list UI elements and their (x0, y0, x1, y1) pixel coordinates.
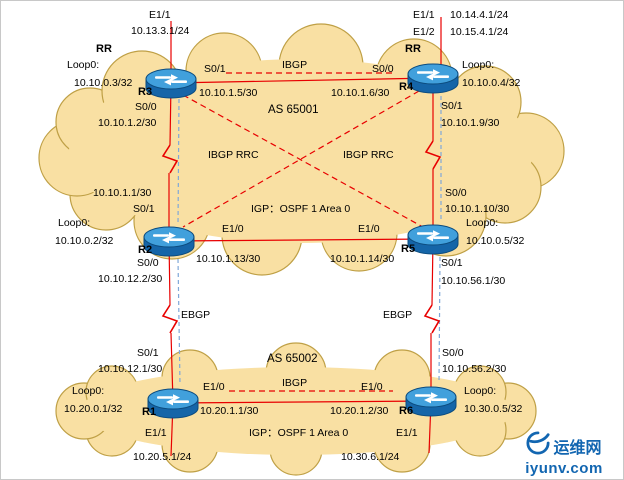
r4-loop-ip: 10.10.0.4/32 (462, 77, 521, 89)
r4-down-ip: 10.10.1.9/30 (441, 117, 500, 129)
r1-right-if: E1/0 (203, 381, 225, 393)
as65001-cloud (38, 23, 565, 276)
r1-loop-label: Loop0: (72, 385, 105, 397)
ibgp-top-label: IBGP (282, 59, 308, 71)
serial-bolts (161, 140, 442, 334)
r1-loop-ip: 10.20.0.1/32 (64, 403, 123, 415)
r5-left-if: E1/0 (358, 223, 380, 235)
as65001-label: AS 65001 (268, 104, 319, 116)
r6-left-if: E1/0 (361, 381, 383, 393)
r3-down-if: S0/0 (135, 101, 157, 113)
r3-right-ip: 10.10.1.5/30 (199, 87, 258, 99)
router-r4-icon (407, 62, 459, 96)
r5-up-if: S0/0 (445, 187, 467, 199)
r6-left-ip: 10.20.1.2/30 (330, 405, 389, 417)
r3-role-badge: RR (96, 43, 112, 55)
r4-left-if: S0/0 (372, 63, 394, 75)
r3-name: R3 (138, 86, 153, 98)
r3-loop-ip: 10.10.0.3/32 (74, 77, 133, 89)
ibgp-rrc-right: IBGP RRC (343, 149, 394, 161)
ebgp-right-label: EBGP (383, 309, 413, 321)
iyunv-brand-text: 运维网 (553, 439, 602, 457)
r6-loop-ip: 10.30.0.5/32 (464, 403, 523, 415)
router-r3-icon (145, 67, 197, 101)
r3-right-if: S0/1 (204, 63, 226, 75)
r2-right-ip: 10.10.1.13/30 (196, 253, 261, 265)
r6-up-ip: 10.10.56.2/30 (442, 363, 507, 375)
r5-down-if: S0/1 (441, 257, 463, 269)
r1-up-if: S0/1 (137, 347, 159, 359)
iyunv-site-link[interactable]: iyunv.com (525, 460, 603, 477)
r2-down-ip: 10.10.12.2/30 (98, 273, 163, 285)
r2-down-if: S0/0 (137, 257, 159, 269)
r2-right-if: E1/0 (222, 223, 244, 235)
session-links-blue (177, 96, 442, 386)
igp-as65002-label: IGP：OSPF 1 Area 0 (249, 427, 349, 439)
r1-name: R1 (142, 406, 157, 418)
r5-name: R5 (401, 243, 416, 255)
r3-down-ip: 10.10.1.2/30 (98, 117, 157, 129)
r3-uplink-if: E1/1 (149, 9, 171, 21)
iyunv-swoosh-icon (526, 431, 551, 460)
r3-loop-label: Loop0: (67, 59, 100, 71)
r2-loop-ip: 10.10.0.2/32 (55, 235, 114, 247)
iyunv-logo[interactable]: 运维网 iyunv.com (508, 431, 620, 477)
r6-up-if: S0/0 (442, 347, 464, 359)
r6-name: R6 (399, 405, 414, 417)
r1-right-ip: 10.20.1.1/30 (200, 405, 259, 417)
r2-up-if: S0/1 (133, 203, 155, 215)
r1-up-ip: 10.10.12.1/30 (98, 363, 163, 375)
r1-down-ip: 10.20.5.1/24 (133, 451, 192, 463)
r6-loop-label: Loop0: (464, 385, 497, 397)
r2-loop-label: Loop0: (58, 217, 91, 229)
igp-as65001-label: IGP：OSPF 1 Area 0 (251, 203, 351, 215)
bgp-session-links-red (182, 72, 424, 392)
as65002-cloud (55, 342, 537, 476)
r3-uplink-ip: 10.13.3.1/24 (131, 25, 190, 37)
ibgp-rrc-left: IBGP RRC (208, 149, 259, 161)
as65002-label: AS 65002 (267, 353, 318, 365)
r5-up-ip: 10.10.1.10/30 (445, 203, 510, 215)
r4-uplink2-if: E1/2 (413, 26, 435, 38)
r4-uplink2-ip: 10.15.4.1/24 (450, 26, 509, 38)
r4-left-ip: 10.10.1.6/30 (331, 87, 390, 99)
r5-left-ip: 10.10.1.14/30 (330, 253, 395, 265)
r4-down-if: S0/1 (441, 100, 463, 112)
r4-loop-label: Loop0: (462, 59, 495, 71)
r4-name: R4 (399, 81, 414, 93)
r2-name: R2 (138, 244, 153, 256)
r6-down-if: E1/1 (396, 427, 418, 439)
r1-down-if: E1/1 (145, 427, 167, 439)
r4-uplink1-ip: 10.14.4.1/24 (450, 9, 509, 21)
r4-uplink1-if: E1/1 (413, 9, 435, 21)
ibgp-bottom-label: IBGP (282, 377, 308, 389)
ebgp-left-label: EBGP (181, 309, 211, 321)
r5-loop-ip: 10.10.0.5/32 (466, 235, 525, 247)
r5-loop-label: Loop0: (466, 217, 499, 229)
r6-down-ip: 10.30.6.1/24 (341, 451, 400, 463)
r4-role-badge: RR (405, 43, 421, 55)
r5-down-ip: 10.10.56.1/30 (441, 275, 506, 287)
r2-up-ip: 10.10.1.1/30 (93, 187, 152, 199)
